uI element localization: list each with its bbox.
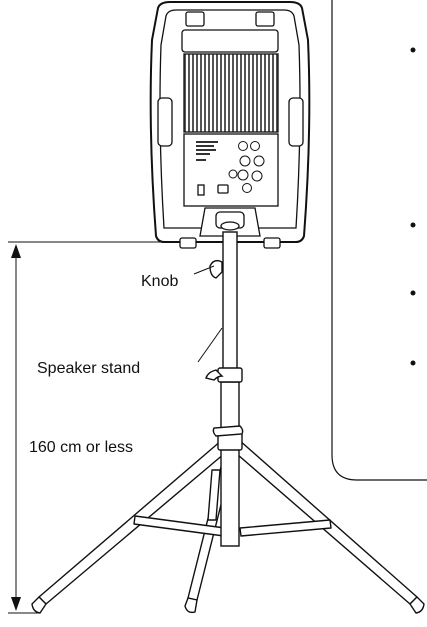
top-panel bbox=[181, 29, 279, 53]
jack-6 bbox=[251, 170, 263, 182]
heat-sink-grille bbox=[183, 53, 279, 133]
knob bbox=[209, 259, 223, 279]
power-inlet bbox=[217, 184, 229, 194]
jack-4 bbox=[253, 155, 265, 167]
knob-control bbox=[228, 169, 238, 179]
input-jacks bbox=[228, 141, 265, 193]
lower-tube bbox=[220, 381, 240, 547]
height-clamp-lever bbox=[205, 369, 224, 381]
max-height-label: 160 cm or less bbox=[29, 439, 134, 456]
stand-leader bbox=[197, 327, 223, 363]
jack-3 bbox=[239, 155, 251, 167]
brace-rear bbox=[207, 469, 221, 521]
jack-7 bbox=[242, 183, 252, 193]
stand-pole bbox=[205, 231, 244, 547]
jack-2 bbox=[250, 141, 260, 151]
callout-bullets bbox=[410, 47, 416, 366]
bullet-1 bbox=[410, 47, 416, 53]
bullet-4 bbox=[410, 360, 416, 366]
foot-cap-rear bbox=[184, 597, 198, 614]
foot-right bbox=[263, 237, 281, 249]
side-handle-left bbox=[157, 97, 173, 147]
speaker-stand-label: Speaker stand bbox=[37, 360, 141, 377]
tripod-legs bbox=[31, 439, 425, 614]
foot-cap-right bbox=[409, 596, 425, 614]
bullet-3 bbox=[410, 290, 416, 296]
dimension-arrow-bottom bbox=[11, 597, 21, 611]
height-dimension bbox=[8, 241, 180, 614]
top-handle-left bbox=[185, 11, 205, 27]
side-handle-right bbox=[288, 97, 304, 147]
callout-box bbox=[331, 0, 427, 481]
upper-tube bbox=[222, 231, 238, 383]
top-handle-right bbox=[255, 11, 275, 27]
brace-right bbox=[239, 519, 332, 537]
knob-label: Knob bbox=[141, 273, 179, 290]
bullet-2 bbox=[410, 222, 416, 228]
jack-5 bbox=[237, 169, 249, 181]
jack-1 bbox=[238, 141, 248, 151]
dimension-arrow-top bbox=[11, 244, 21, 258]
foot-left bbox=[179, 237, 197, 249]
speaker-cabinet bbox=[149, 0, 311, 249]
knob-leader bbox=[193, 265, 215, 275]
leg-lock-lever bbox=[212, 425, 244, 437]
rear-panel-text bbox=[196, 141, 218, 161]
power-switch bbox=[197, 184, 205, 196]
leader-lines bbox=[193, 265, 223, 363]
